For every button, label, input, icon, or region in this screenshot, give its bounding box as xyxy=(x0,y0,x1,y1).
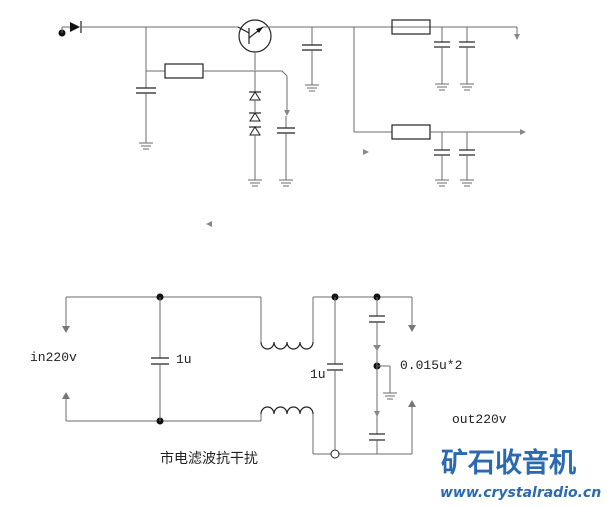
arrow-marker xyxy=(373,345,381,351)
arrow-marker xyxy=(206,221,212,227)
output-capacitor-pair-2 xyxy=(434,149,475,156)
ground-symbol xyxy=(139,142,153,150)
ground-symbol xyxy=(435,179,474,187)
output-arrow-top xyxy=(408,325,416,332)
zener-stack xyxy=(249,91,261,136)
output-resistor-1 xyxy=(391,19,431,35)
y-capacitor-top xyxy=(369,315,385,323)
regulator-circuit xyxy=(58,19,526,227)
earth-symbol xyxy=(383,392,397,400)
diagram-caption: 市电滤波抗干扰 xyxy=(160,450,258,467)
cap-left-label: 1u xyxy=(176,352,192,367)
cap-y-label: 0.015u*2 xyxy=(400,358,462,373)
input-label: in220v xyxy=(30,350,77,365)
output-arrow-bottom xyxy=(408,400,416,407)
x-capacitor-right xyxy=(327,363,343,371)
junction-ring xyxy=(330,449,340,459)
output-arrow-2 xyxy=(520,129,526,135)
watermark-name: 矿石收音机 xyxy=(441,447,576,479)
input-arrow-bottom xyxy=(62,392,70,399)
x-capacitor-left xyxy=(151,357,169,365)
input-diode xyxy=(70,21,82,33)
ground-symbol xyxy=(279,179,293,187)
input-arrow-top xyxy=(62,326,70,333)
ground-symbol xyxy=(248,179,262,187)
output-resistor-2 xyxy=(391,124,431,140)
output-capacitor xyxy=(302,44,322,51)
ground-symbol xyxy=(305,84,319,92)
ground-symbol xyxy=(435,83,474,91)
choke-winding-bottom xyxy=(260,406,314,415)
arrow-marker xyxy=(363,149,369,155)
arrow-marker xyxy=(284,110,290,116)
site-watermark: 矿石收音机 www.crystalradio.cn xyxy=(440,447,601,501)
y-capacitor-bottom xyxy=(369,433,385,441)
cap-right-label: 1u xyxy=(310,367,326,382)
bias-resistor xyxy=(164,63,204,79)
watermark-url: www.crystalradio.cn xyxy=(440,485,601,501)
output-label: out220v xyxy=(452,412,507,427)
arrow-marker xyxy=(374,411,380,417)
output-capacitor-pair-1 xyxy=(434,41,475,48)
output-arrow-1 xyxy=(514,34,520,40)
input-capacitor xyxy=(136,87,156,94)
mains-filter-circuit: 1u 1u xyxy=(30,293,507,467)
choke-winding-top xyxy=(260,341,314,350)
base-capacitor xyxy=(277,127,295,134)
pass-transistor xyxy=(237,19,272,70)
